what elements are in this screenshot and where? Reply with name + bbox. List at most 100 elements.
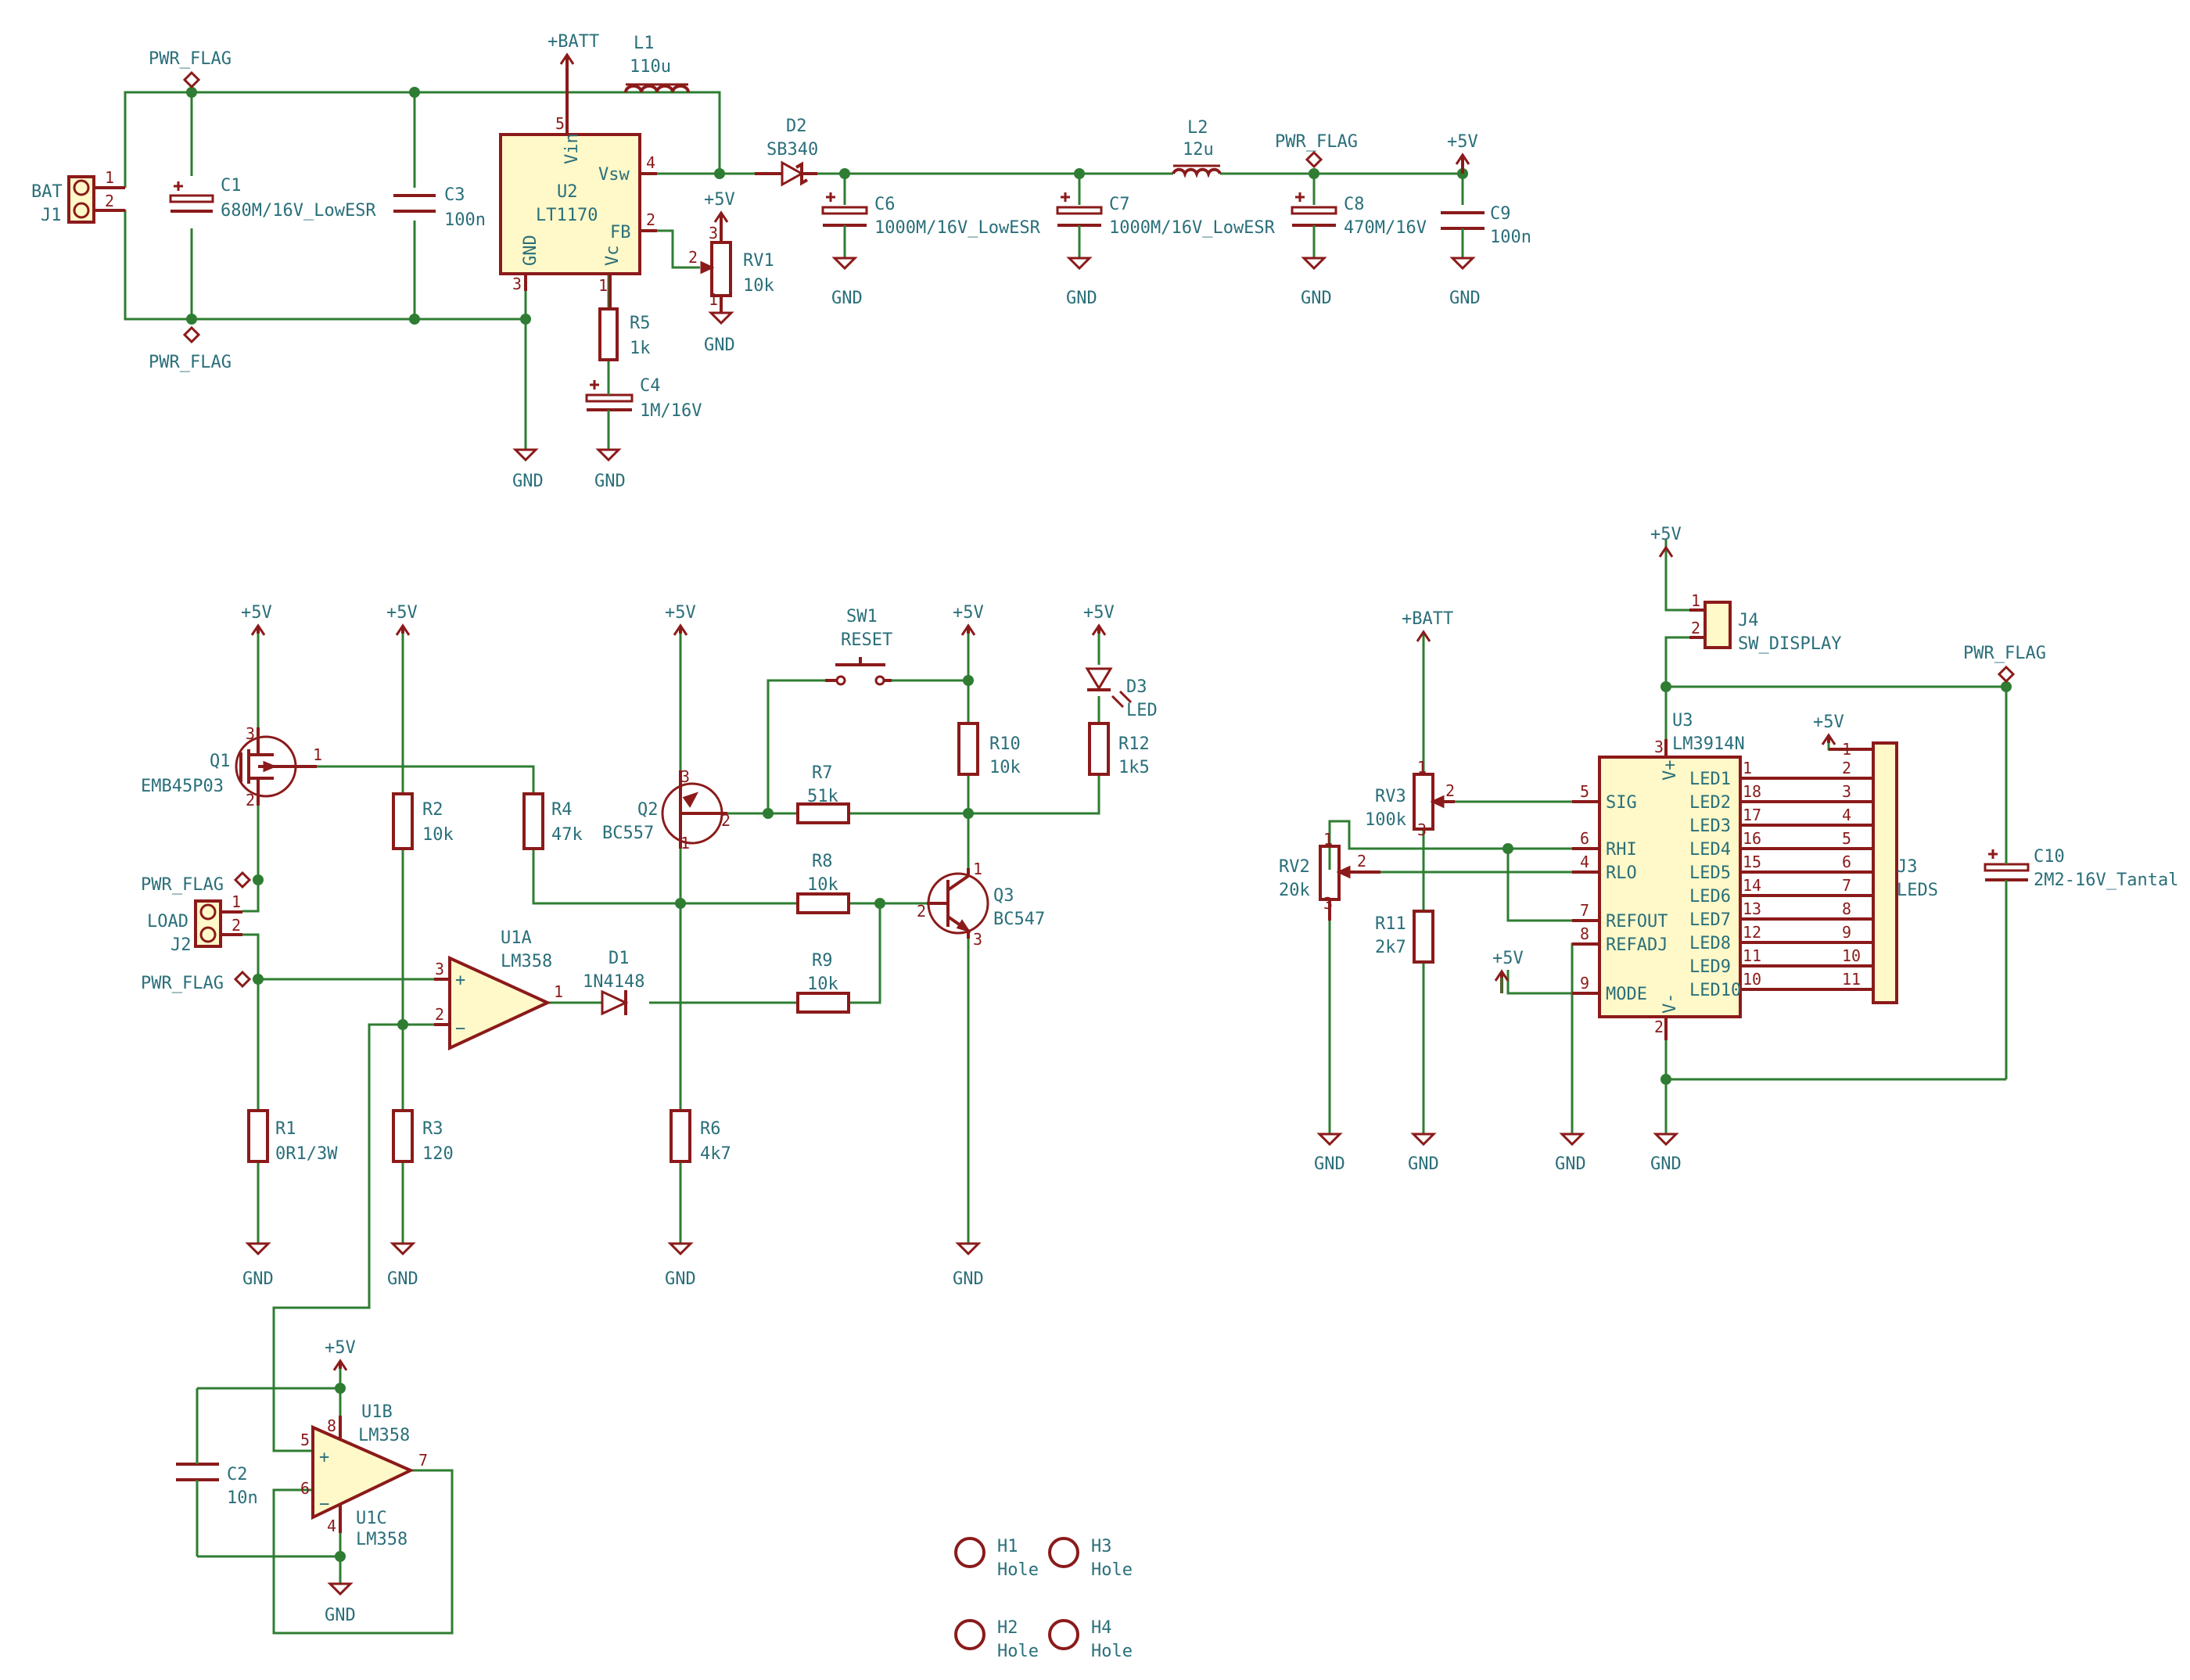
sw1-value: RESET xyxy=(841,630,892,650)
svg-text:GND: GND xyxy=(1555,1154,1586,1174)
q1-value: EMB45P03 xyxy=(141,777,224,796)
power-arrow-icon xyxy=(1455,153,1470,174)
svg-text:1: 1 xyxy=(1323,830,1333,849)
ground-icon xyxy=(1066,257,1093,271)
ground-icon xyxy=(327,1582,354,1596)
u3-led-pin-name: LED7 xyxy=(1689,910,1731,930)
ground-icon xyxy=(708,311,734,325)
h4-ref: H4 xyxy=(1091,1618,1112,1638)
pwr-flag-label: PWR_FLAG xyxy=(1963,644,2046,663)
u3-pin-number: 8 xyxy=(1580,924,1589,943)
r7-value: 51k xyxy=(807,787,838,806)
svg-text:−: − xyxy=(319,1495,329,1514)
j3-pin-number: 5 xyxy=(1842,829,1851,848)
svg-text:1: 1 xyxy=(1842,740,1851,759)
power-arrow-icon xyxy=(250,623,266,636)
pwr-flag-label: PWR_FLAG xyxy=(149,353,232,372)
pwr-flag-label: PWR_FLAG xyxy=(149,49,232,69)
r2-ref: R2 xyxy=(422,800,443,820)
power-arrow-icon xyxy=(1091,623,1107,636)
svg-text:2: 2 xyxy=(1691,619,1700,637)
c1-plate xyxy=(169,194,214,203)
svg-text:2: 2 xyxy=(1445,781,1455,800)
j3-pin-number: 11 xyxy=(1842,970,1861,989)
svg-text:4: 4 xyxy=(646,153,655,172)
u3-ref: U3 xyxy=(1672,711,1693,731)
u1a-ref: U1A xyxy=(501,928,532,948)
j3-ref: J3 xyxy=(1897,857,1918,877)
power-arrow-icon xyxy=(713,210,729,227)
svg-text:2: 2 xyxy=(1654,1018,1664,1036)
svg-text:V-: V- xyxy=(1660,993,1680,1014)
d2-ref: D2 xyxy=(786,117,807,136)
svg-text:GND: GND xyxy=(704,336,735,355)
svg-text:4: 4 xyxy=(327,1517,336,1535)
u3-led-pin-number: 10 xyxy=(1743,970,1761,989)
u3-led-pin-number: 12 xyxy=(1743,923,1761,942)
svg-text:3: 3 xyxy=(680,767,690,786)
u3-led-pin-name: LED6 xyxy=(1689,887,1731,906)
svg-text:GND: GND xyxy=(387,1269,418,1289)
c4-ref: C4 xyxy=(640,376,661,396)
u3-led-pin-number: 15 xyxy=(1743,853,1761,871)
power-arrow-icon xyxy=(1658,545,1674,558)
svg-text:2: 2 xyxy=(246,791,255,809)
l2-value: 12u xyxy=(1183,140,1214,160)
c1-value: 680M/16V_LowESR xyxy=(221,201,376,221)
ground-icon xyxy=(512,448,539,462)
svg-text:+5V: +5V xyxy=(325,1338,356,1358)
bat-label: BAT xyxy=(31,182,63,202)
svg-text:Hole: Hole xyxy=(1091,1560,1133,1580)
u2-ref: U2 xyxy=(557,182,578,202)
svg-text:2: 2 xyxy=(232,916,241,935)
svg-text:GND: GND xyxy=(512,472,544,491)
j1-connector-body xyxy=(67,175,95,224)
pwr-flag-icon xyxy=(233,871,252,889)
r12-ref: R12 xyxy=(1118,734,1150,754)
u3-pin-number: 9 xyxy=(1580,974,1589,993)
c7-value: 1000M/16V_LowESR xyxy=(1109,218,1276,238)
svg-text:GND: GND xyxy=(1301,289,1332,308)
svg-text:−: − xyxy=(455,1019,465,1039)
svg-text:5: 5 xyxy=(300,1431,310,1449)
pwr-flag-icon xyxy=(233,970,252,989)
svg-text:GND: GND xyxy=(594,472,626,491)
ground-icon xyxy=(1653,1133,1679,1147)
u2-body xyxy=(499,133,641,275)
ground-icon xyxy=(595,448,622,462)
j3-pin-number: 2 xyxy=(1842,759,1851,777)
power-arrow-icon xyxy=(395,623,411,636)
c6-ref: C6 xyxy=(874,195,896,214)
j4-value: SW_DISPLAY xyxy=(1738,634,1841,654)
c7-ref: C7 xyxy=(1109,195,1130,214)
svg-text:V+: V+ xyxy=(1660,760,1680,781)
load-label: LOAD xyxy=(147,912,188,932)
svg-text:GND: GND xyxy=(325,1606,356,1625)
u3-pin-number: 4 xyxy=(1580,853,1589,871)
svg-text:Hole: Hole xyxy=(1091,1642,1133,1661)
svg-text:2: 2 xyxy=(721,811,731,830)
svg-text:+BATT: +BATT xyxy=(1402,609,1453,629)
l1-value: 110u xyxy=(630,57,671,77)
u3-led-pin-name: LED5 xyxy=(1689,863,1731,883)
r4-ref: R4 xyxy=(551,800,573,820)
r9-ref: R9 xyxy=(812,951,833,971)
l1-coil xyxy=(624,84,690,93)
ground-icon xyxy=(1301,257,1327,271)
svg-text:3: 3 xyxy=(1417,820,1427,839)
q1-ref: Q1 xyxy=(210,752,231,771)
c3-ref: C3 xyxy=(444,185,465,205)
ground-icon xyxy=(390,1242,416,1256)
j1-ref: J1 xyxy=(41,206,62,225)
svg-text:2: 2 xyxy=(646,210,655,229)
u3-led-pin-number: 18 xyxy=(1743,782,1761,801)
svg-text:+5V: +5V xyxy=(1083,603,1115,623)
power-arrow-icon xyxy=(559,52,575,113)
ground-icon xyxy=(667,1242,694,1256)
ground-icon xyxy=(955,1242,982,1256)
r11-ref: R11 xyxy=(1375,914,1406,934)
r12-value: 1k5 xyxy=(1118,758,1150,777)
pwr-flag-icon xyxy=(1305,150,1323,169)
ground-icon xyxy=(1559,1133,1585,1147)
